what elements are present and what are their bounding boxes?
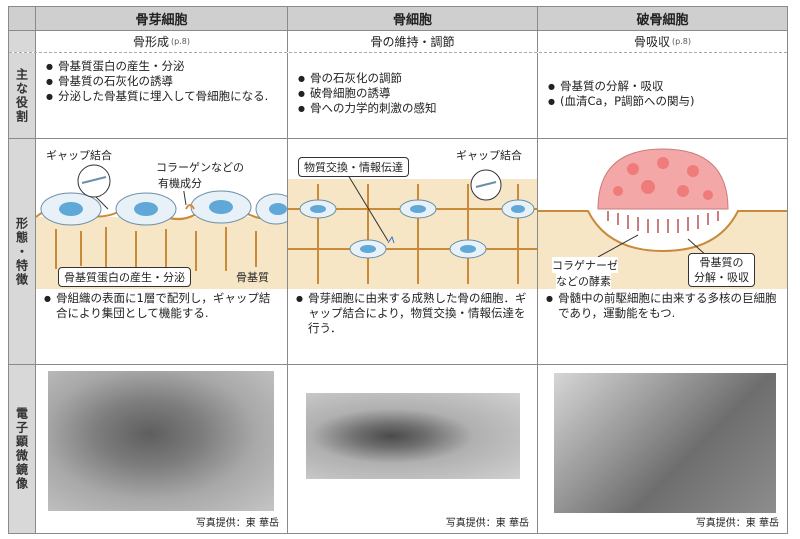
page-ref: (p.8) xyxy=(171,37,190,46)
role-item: 骨の石灰化の調節 xyxy=(298,71,529,86)
header-osteocyte: 骨細胞 xyxy=(287,7,537,30)
morphology-row: 形態・特徴 xyxy=(9,139,787,365)
photo-credit: 写真提供：東 華岳 xyxy=(195,518,279,529)
osteocyte-diagram xyxy=(288,169,537,289)
subtitle-osteocyte: 骨の維持・調節 xyxy=(287,31,537,52)
label-collagen: コラーゲンなどの xyxy=(156,159,244,175)
em-photo-osteoblast xyxy=(48,371,274,511)
desc-osteoclast: 骨髄中の前駆細胞に由来する多核の巨細胞であり，運動能をもつ. xyxy=(546,291,781,321)
em-rowhead: 電子顕微鏡像 xyxy=(9,365,35,533)
label-bone-matrix: 骨基質 xyxy=(236,271,269,284)
label-resorption-1: 骨基質の xyxy=(699,256,744,269)
em-rowhead-label: 電子顕微鏡像 xyxy=(14,407,29,491)
label-enzymes: などの酵素 xyxy=(556,273,611,289)
role-item: 分泌した骨基質に埋入して骨細胞になる. xyxy=(46,89,279,104)
role-item: 骨基質の分解・吸収 xyxy=(548,79,779,94)
morph-osteoblast: ギャップ結合 コラーゲンなどの 有機成分 骨基質蛋白の産生・分泌 骨基質 骨組織… xyxy=(35,139,287,364)
morph-rowhead: 形態・特徴 xyxy=(9,139,35,364)
em-osteoblast: 写真提供：東 華岳 xyxy=(35,365,287,533)
corner-cell xyxy=(9,7,35,30)
em-photo-osteoclast xyxy=(554,373,776,513)
desc-osteoblast: 骨組織の表面に1層で配列し，ギャップ結合により集団として機能する. xyxy=(44,291,281,321)
label-exchange: 物質交換・情報伝達 xyxy=(298,157,409,177)
label-resorption-box: 骨基質の 分解・吸収 xyxy=(688,253,755,287)
osteoblast-diagram xyxy=(36,164,287,289)
header-osteoclast: 破骨細胞 xyxy=(537,7,787,30)
bone-cell-table: 骨芽細胞 骨細胞 破骨細胞 骨形成(p.8) 骨の維持・調節 骨吸収(p.8) … xyxy=(8,6,788,534)
label-resorption-2: 分解・吸収 xyxy=(694,271,749,284)
photo-credit: 写真提供：東 華岳 xyxy=(695,518,779,529)
subtitle-text: 骨の維持・調節 xyxy=(370,35,455,49)
em-osteoclast: 写真提供：東 華岳 xyxy=(537,365,787,533)
subtitle-osteoclast: 骨吸収(p.8) xyxy=(537,31,787,52)
subtitle-row: 骨形成(p.8) 骨の維持・調節 骨吸収(p.8) xyxy=(9,31,787,53)
subtitle-text: 骨形成 xyxy=(133,35,170,49)
desc-osteocyte: 骨芽細胞に由来する成熟した骨の細胞．ギャップ結合により，物質交換・情報伝達を行う… xyxy=(296,291,531,336)
roles-rowhead-label: 主な役割 xyxy=(14,67,29,124)
em-row: 電子顕微鏡像 写真提供：東 華岳 写真提供：東 華岳 写真提供：東 華岳 xyxy=(9,365,787,533)
header-osteoblast: 骨芽細胞 xyxy=(35,7,287,30)
label-gap-junction-2: ギャップ結合 xyxy=(456,147,522,163)
photo-credit: 写真提供：東 華岳 xyxy=(445,518,529,529)
page-ref: (p.8) xyxy=(672,37,691,46)
role-item-note: (血清Ca，P調節への関与) xyxy=(548,94,779,109)
subtitle-rowhead xyxy=(9,31,35,52)
header-row: 骨芽細胞 骨細胞 破骨細胞 xyxy=(9,7,787,31)
roles-rowhead: 主な役割 xyxy=(9,53,35,138)
roles-osteoclast: 骨基質の分解・吸収 (血清Ca，P調節への関与) xyxy=(537,53,787,138)
role-item: 破骨細胞の誘導 xyxy=(298,86,529,101)
subtitle-osteoblast: 骨形成(p.8) xyxy=(35,31,287,52)
label-organic: 有機成分 xyxy=(158,175,202,191)
role-item: 骨基質蛋白の産生・分泌 xyxy=(46,59,279,74)
label-gap-junction: ギャップ結合 xyxy=(46,147,112,163)
subtitle-text: 骨吸収 xyxy=(634,35,671,49)
morph-osteocyte: 物質交換・情報伝達 ギャップ結合 骨芽細胞に由来する成熟した骨の細胞．ギャップ結… xyxy=(287,139,537,364)
roles-osteoblast: 骨基質蛋白の産生・分泌 骨基質の石灰化の誘導 分泌した骨基質に埋入して骨細胞にな… xyxy=(35,53,287,138)
label-collagenase: コラゲナーゼ xyxy=(552,257,618,273)
label-matrix-secretion: 骨基質蛋白の産生・分泌 xyxy=(58,267,191,287)
morph-osteoclast: コラゲナーゼ などの酵素 骨基質の 分解・吸収 骨髄中の前駆細胞に由来する多核の… xyxy=(537,139,787,364)
role-item: 骨への力学的刺激の感知 xyxy=(298,101,529,116)
morph-rowhead-label: 形態・特徴 xyxy=(14,216,29,287)
em-photo-osteocyte xyxy=(306,393,520,479)
roles-osteocyte: 骨の石灰化の調節 破骨細胞の誘導 骨への力学的刺激の感知 xyxy=(287,53,537,138)
roles-row: 主な役割 骨基質蛋白の産生・分泌 骨基質の石灰化の誘導 分泌した骨基質に埋入して… xyxy=(9,53,787,139)
role-item: 骨基質の石灰化の誘導 xyxy=(46,74,279,89)
em-osteocyte: 写真提供：東 華岳 xyxy=(287,365,537,533)
